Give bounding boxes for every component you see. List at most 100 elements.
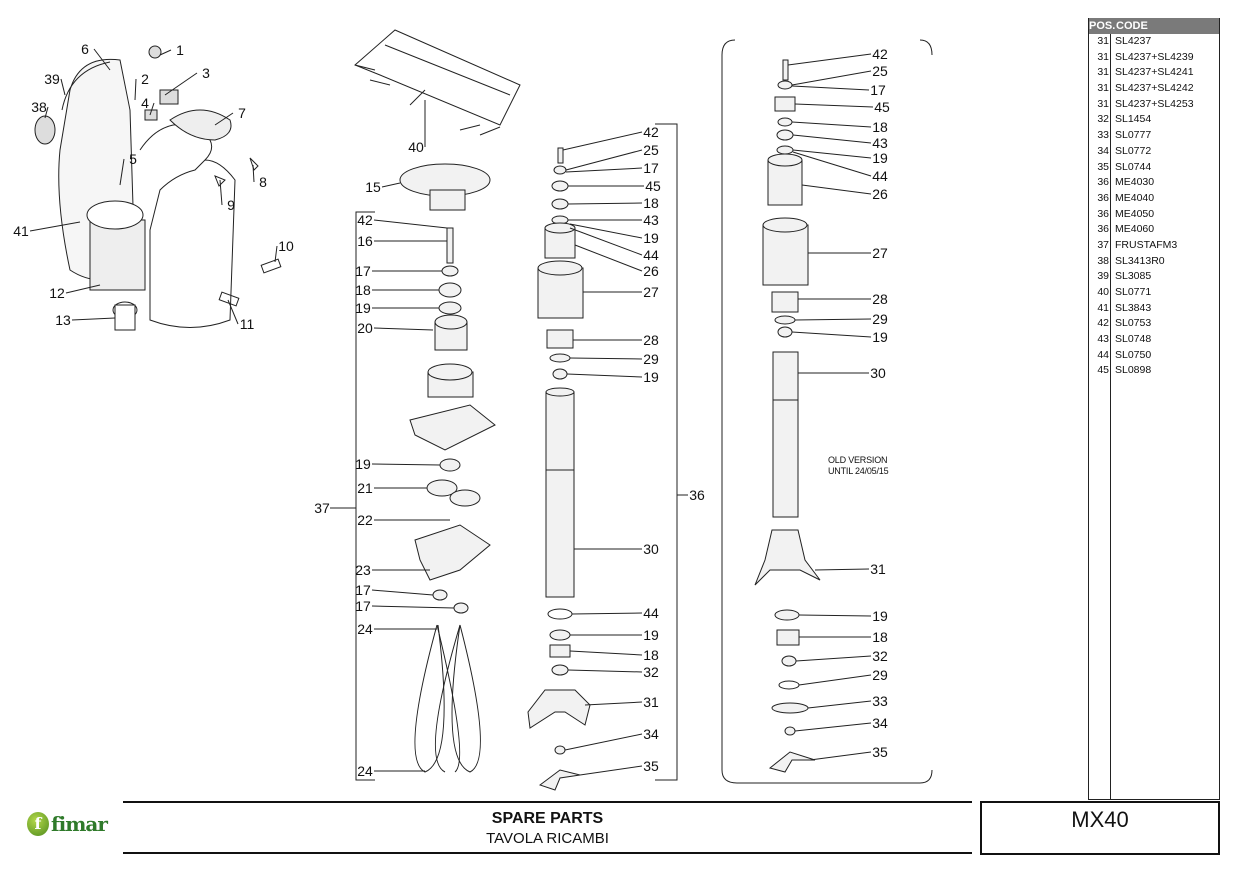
row-pos: 31 [1097, 66, 1109, 79]
callout-29: 29 [643, 351, 659, 367]
callout-28: 28 [643, 332, 659, 348]
callout-41: 41 [13, 223, 29, 239]
callout-45: 45 [874, 99, 890, 115]
callout-43: 43 [872, 135, 888, 151]
callout-31: 31 [643, 694, 659, 710]
leader-line [792, 151, 872, 177]
row-code: ME4040 [1115, 191, 1155, 204]
callout-24: 24 [357, 763, 373, 779]
callout-40: 40 [408, 139, 424, 155]
row-pos: 41 [1097, 301, 1109, 314]
leader-line [252, 164, 255, 183]
old-version-note: OLD VERSION UNTIL 24/05/15 [828, 455, 889, 477]
callout-1: 1 [176, 42, 184, 58]
callout-31: 31 [870, 561, 886, 577]
callout-5: 5 [129, 151, 137, 167]
whisk-gearbox-drawing [399, 163, 496, 773]
old-version-shaft-drawing [754, 59, 821, 773]
callout-18: 18 [643, 195, 659, 211]
row-code: SL1454 [1115, 113, 1152, 126]
table-row: 41 SL3843 [1089, 301, 1219, 317]
row-code: SL3843 [1115, 301, 1152, 314]
callout-36: 36 [689, 487, 705, 503]
leader-line [134, 78, 137, 101]
callout-10: 10 [278, 238, 294, 254]
fimar-logo: f fimar [27, 812, 108, 836]
leader-line [44, 106, 49, 119]
row-code: ME4050 [1115, 207, 1155, 220]
callout-25: 25 [643, 142, 659, 158]
leader-line [566, 373, 643, 378]
callout-29: 29 [872, 311, 888, 327]
row-pos: 31 [1097, 35, 1109, 47]
callout-17: 17 [355, 263, 371, 279]
model-name: MX40 [1071, 807, 1129, 832]
callout-30: 30 [643, 541, 659, 557]
row-pos: 32 [1097, 113, 1109, 126]
leader-line [371, 463, 441, 466]
callout-24: 24 [357, 621, 373, 637]
leader-line [93, 48, 111, 71]
row-code: SL3085 [1115, 270, 1152, 283]
leader-line [567, 669, 643, 673]
callout-19: 19 [643, 230, 659, 246]
leader-line [565, 167, 643, 173]
callout-19: 19 [872, 150, 888, 166]
leader-line [65, 284, 101, 294]
title-block: SPARE PARTS TAVOLA RICAMBI [123, 801, 972, 854]
row-code: ME4060 [1115, 223, 1155, 236]
callout-19: 19 [872, 329, 888, 345]
leader-line [562, 131, 643, 151]
leader-line [798, 674, 872, 686]
row-code: SL0750 [1115, 348, 1152, 361]
row-pos: 31 [1097, 97, 1109, 110]
callout-6: 6 [81, 41, 89, 57]
leader-line [579, 765, 643, 776]
leader-line [787, 53, 872, 66]
callout-22: 22 [357, 512, 373, 528]
bracket-36 [655, 123, 688, 781]
wall-rack-drawing [354, 29, 521, 136]
callout-32: 32 [872, 648, 888, 664]
leader-line [794, 318, 872, 321]
leader-line [574, 244, 643, 272]
leader-line [29, 221, 81, 232]
old-version-line1: OLD VERSION [828, 455, 888, 465]
leader-line [373, 219, 448, 229]
row-pos: 44 [1097, 348, 1109, 361]
row-pos: 45 [1097, 364, 1109, 377]
motor-body-drawing [34, 45, 282, 331]
row-code: SL4237+SL4242 [1115, 82, 1194, 95]
leader-line [71, 317, 116, 321]
row-pos: 31 [1097, 82, 1109, 95]
leader-line [569, 227, 643, 256]
callout-29: 29 [872, 667, 888, 683]
row-pos: 36 [1097, 207, 1109, 220]
callout-20: 20 [357, 320, 373, 336]
row-code: FRUSTAFM3 [1115, 238, 1178, 251]
callout-17: 17 [870, 82, 886, 98]
leader-line [567, 202, 643, 205]
callout-13: 13 [55, 312, 71, 328]
callout-25: 25 [872, 63, 888, 79]
row-pos: 36 [1097, 176, 1109, 189]
leader-line [119, 158, 125, 186]
leader-line [371, 589, 434, 596]
row-pos: 31 [1097, 50, 1109, 63]
callout-32: 32 [643, 664, 659, 680]
leader-line [227, 299, 239, 325]
logo-text: fimar [51, 812, 108, 836]
callout-21: 21 [357, 480, 373, 496]
row-pos: 34 [1097, 144, 1109, 157]
leader-line [791, 121, 872, 128]
callout-44: 44 [872, 168, 888, 184]
